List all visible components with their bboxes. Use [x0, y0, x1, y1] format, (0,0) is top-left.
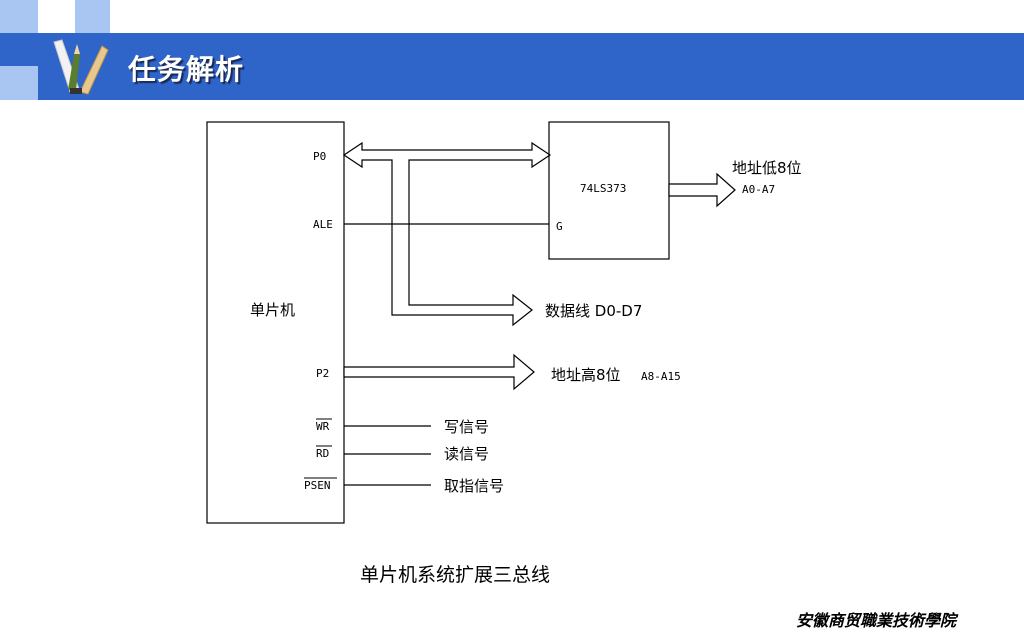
pin-wr-label: WR: [316, 420, 330, 433]
pin-rd-label: RD: [316, 447, 329, 460]
addr-high-label: 地址高8位: [551, 366, 621, 384]
pin-ale-label: ALE: [313, 218, 333, 231]
school-footer: 安徽商贸職業技術學院: [796, 611, 957, 630]
pin-p0-label: P0: [313, 150, 326, 163]
addr-low-arrow: [668, 172, 736, 208]
data-bus-label: 数据线 D0-D7: [545, 302, 642, 320]
write-signal-label: 写信号: [444, 418, 489, 436]
mcu-label: 单片机: [250, 301, 295, 319]
header-bar: [0, 33, 1024, 100]
addr-high-range: A8-A15: [641, 370, 681, 383]
header-decor-square: [0, 0, 38, 33]
p0-data-bus-arrow: [342, 141, 552, 327]
latch-name: 74LS373: [580, 182, 626, 195]
addr-high-arrow: [343, 353, 535, 391]
pin-psen-label: PSEN: [304, 479, 331, 492]
read-signal-label: 读信号: [444, 445, 489, 463]
mcu-box: [206, 121, 345, 524]
pencil-ruler-icon: [53, 39, 109, 95]
fetch-signal-label: 取指信号: [444, 477, 504, 495]
diagram-caption: 单片机系统扩展三总线: [360, 564, 551, 586]
page-title: 任务解析: [128, 53, 245, 86]
header-decor-square: [75, 0, 110, 33]
latch-g-label: G: [556, 220, 563, 233]
header-decor-square: [0, 66, 38, 100]
addr-low-title: 地址低8位: [732, 159, 802, 177]
pin-p2-label: P2: [316, 367, 329, 380]
addr-low-range: A0-A7: [742, 183, 775, 196]
